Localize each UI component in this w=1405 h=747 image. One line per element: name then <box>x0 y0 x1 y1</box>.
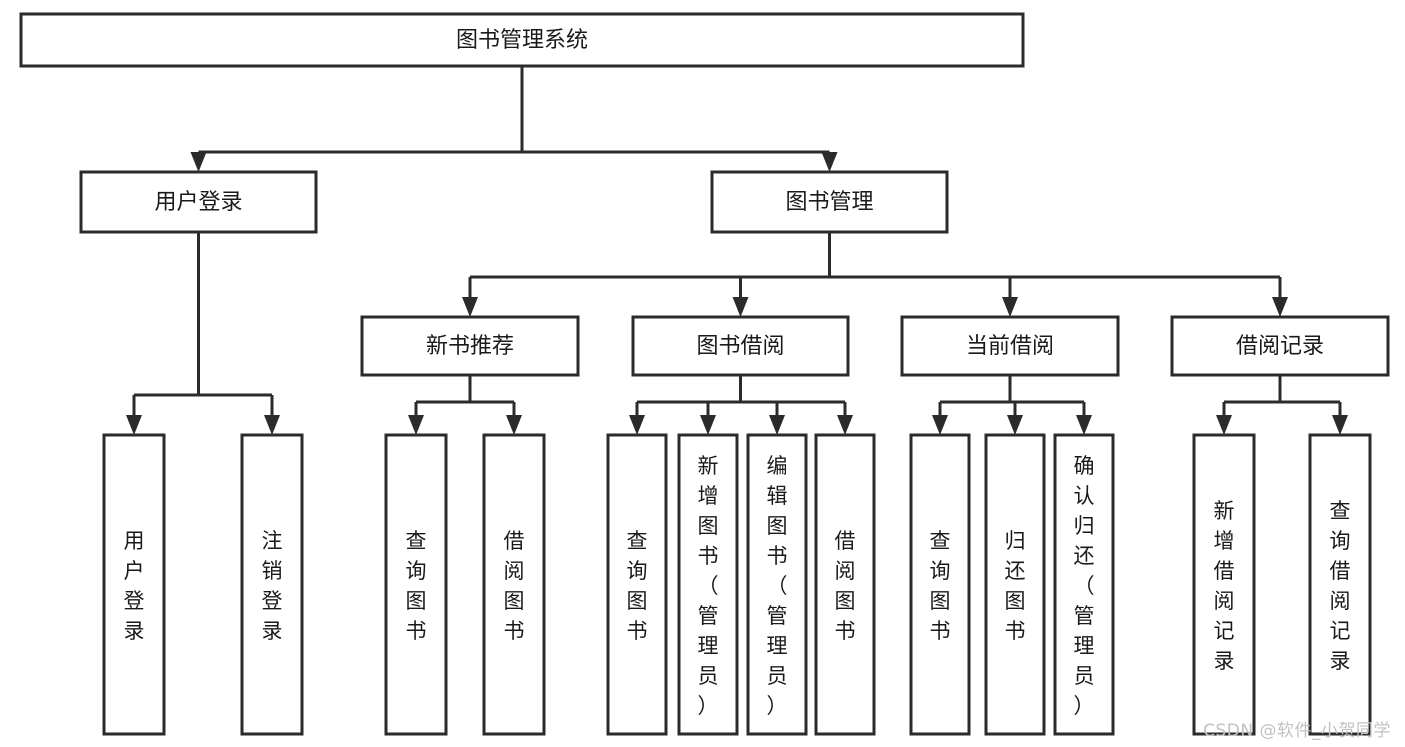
node-label-br-add-record: 新增借阅记录 <box>1214 499 1235 673</box>
connector-arrowhead <box>932 415 948 435</box>
connector-group <box>1224 375 1340 404</box>
node-book-manage[interactable]: 图书管理 <box>710 170 949 234</box>
node-current-borrow[interactable]: 当前借阅 <box>900 315 1120 377</box>
node-label-bb-edit-book-admin: 编辑图书（管理员） <box>767 454 788 718</box>
connector-arrowhead <box>1332 415 1348 435</box>
connector-arrowhead <box>1272 297 1288 317</box>
node-label-bb-add-book-admin: 新增图书（管理员） <box>698 454 719 718</box>
node-br-add-record[interactable]: 新增借阅记录 <box>1192 433 1256 736</box>
node-box-bb-add-book-admin <box>677 433 739 736</box>
connector-arrowhead <box>1076 415 1092 435</box>
node-box-user-logout <box>240 433 304 736</box>
connector-arrowhead <box>462 297 478 317</box>
node-cb-confirm-return-admin[interactable]: 确认归还（管理员） <box>1053 433 1115 736</box>
connector-arrowhead <box>506 415 522 435</box>
node-label-nbr-borrow-book: 借阅图书 <box>504 529 525 643</box>
node-label-user-logout: 注销登录 <box>262 529 283 643</box>
connector-arrowhead <box>629 415 645 435</box>
node-box-borrow-record <box>1170 315 1390 377</box>
node-user-login-do[interactable]: 用户登录 <box>102 433 166 736</box>
node-label-borrow-record: 借阅记录 <box>1236 334 1324 359</box>
node-label-root: 图书管理系统 <box>456 28 588 53</box>
node-box-br-add-record <box>1192 433 1256 736</box>
node-box-book-borrow <box>631 315 850 377</box>
node-label-book-manage: 图书管理 <box>785 190 873 215</box>
node-box-nbr-borrow-book <box>482 433 546 736</box>
node-box-cb-confirm-return-admin <box>1053 433 1115 736</box>
csdn-watermark: CSDN @软件_小贺同学 <box>1203 721 1391 741</box>
node-bb-add-book-admin[interactable]: 新增图书（管理员） <box>677 433 739 736</box>
node-new-book-recommend[interactable]: 新书推荐 <box>360 315 580 377</box>
node-label-book-borrow: 图书借阅 <box>696 334 784 359</box>
connector-arrowhead <box>732 297 749 317</box>
node-box-br-query-record <box>1308 433 1372 736</box>
node-br-query-record[interactable]: 查询借阅记录 <box>1308 433 1372 736</box>
node-box-cb-query-book <box>909 433 971 736</box>
connector-group <box>940 375 1084 404</box>
connector-group <box>134 232 272 397</box>
node-box-user-login <box>79 170 318 234</box>
connector-arrowhead <box>821 152 838 172</box>
node-label-nbr-query-book: 查询图书 <box>406 529 427 643</box>
node-box-new-book-recommend <box>360 315 580 377</box>
connector-arrowhead <box>264 415 280 435</box>
connector-arrowhead <box>769 415 785 435</box>
node-box-book-manage <box>710 170 949 234</box>
connector-group <box>198 66 830 154</box>
connector-arrowhead <box>1216 415 1232 435</box>
node-box-current-borrow <box>900 315 1120 377</box>
node-label-cb-return-book: 归还图书 <box>1005 529 1026 643</box>
connector-arrowhead <box>1002 297 1018 317</box>
connector-arrowhead <box>837 415 853 435</box>
connector-group <box>416 375 514 404</box>
node-user-logout[interactable]: 注销登录 <box>240 433 304 736</box>
node-label-new-book-recommend: 新书推荐 <box>426 334 514 359</box>
node-label-current-borrow: 当前借阅 <box>966 334 1054 359</box>
node-box-cb-return-book <box>984 433 1046 736</box>
node-box-user-login-do <box>102 433 166 736</box>
connector-arrowhead <box>126 415 142 435</box>
node-nbr-query-book[interactable]: 查询图书 <box>384 433 448 736</box>
connector-arrowhead <box>190 152 207 172</box>
node-root[interactable]: 图书管理系统 <box>19 12 1025 68</box>
node-box-bb-borrow-book <box>814 433 876 736</box>
node-bb-edit-book-admin[interactable]: 编辑图书（管理员） <box>746 433 808 736</box>
node-nbr-borrow-book[interactable]: 借阅图书 <box>482 433 546 736</box>
node-label-cb-query-book: 查询图书 <box>930 529 951 643</box>
node-box-bb-edit-book-admin <box>746 433 808 736</box>
node-borrow-record[interactable]: 借阅记录 <box>1170 315 1390 377</box>
node-label-cb-confirm-return-admin: 确认归还（管理员） <box>1074 454 1095 718</box>
node-box-root <box>19 12 1025 68</box>
node-label-bb-borrow-book: 借阅图书 <box>835 529 856 643</box>
connector-arrowhead <box>408 415 424 435</box>
node-user-login[interactable]: 用户登录 <box>79 170 318 234</box>
node-cb-query-book[interactable]: 查询图书 <box>909 433 971 736</box>
node-label-bb-query-book: 查询图书 <box>627 529 648 643</box>
connector-arrowhead <box>1007 415 1023 435</box>
connector-group <box>470 232 1280 279</box>
connector-group <box>637 375 845 404</box>
connector-arrowhead <box>700 415 716 435</box>
node-box-bb-query-book <box>606 433 668 736</box>
node-bb-borrow-book[interactable]: 借阅图书 <box>814 433 876 736</box>
node-book-borrow[interactable]: 图书借阅 <box>631 315 850 377</box>
node-label-user-login: 用户登录 <box>154 190 242 215</box>
node-box-nbr-query-book <box>384 433 448 736</box>
node-bb-query-book[interactable]: 查询图书 <box>606 433 668 736</box>
node-label-br-query-record: 查询借阅记录 <box>1330 499 1351 673</box>
node-label-user-login-do: 用户登录 <box>124 529 145 643</box>
node-cb-return-book[interactable]: 归还图书 <box>984 433 1046 736</box>
